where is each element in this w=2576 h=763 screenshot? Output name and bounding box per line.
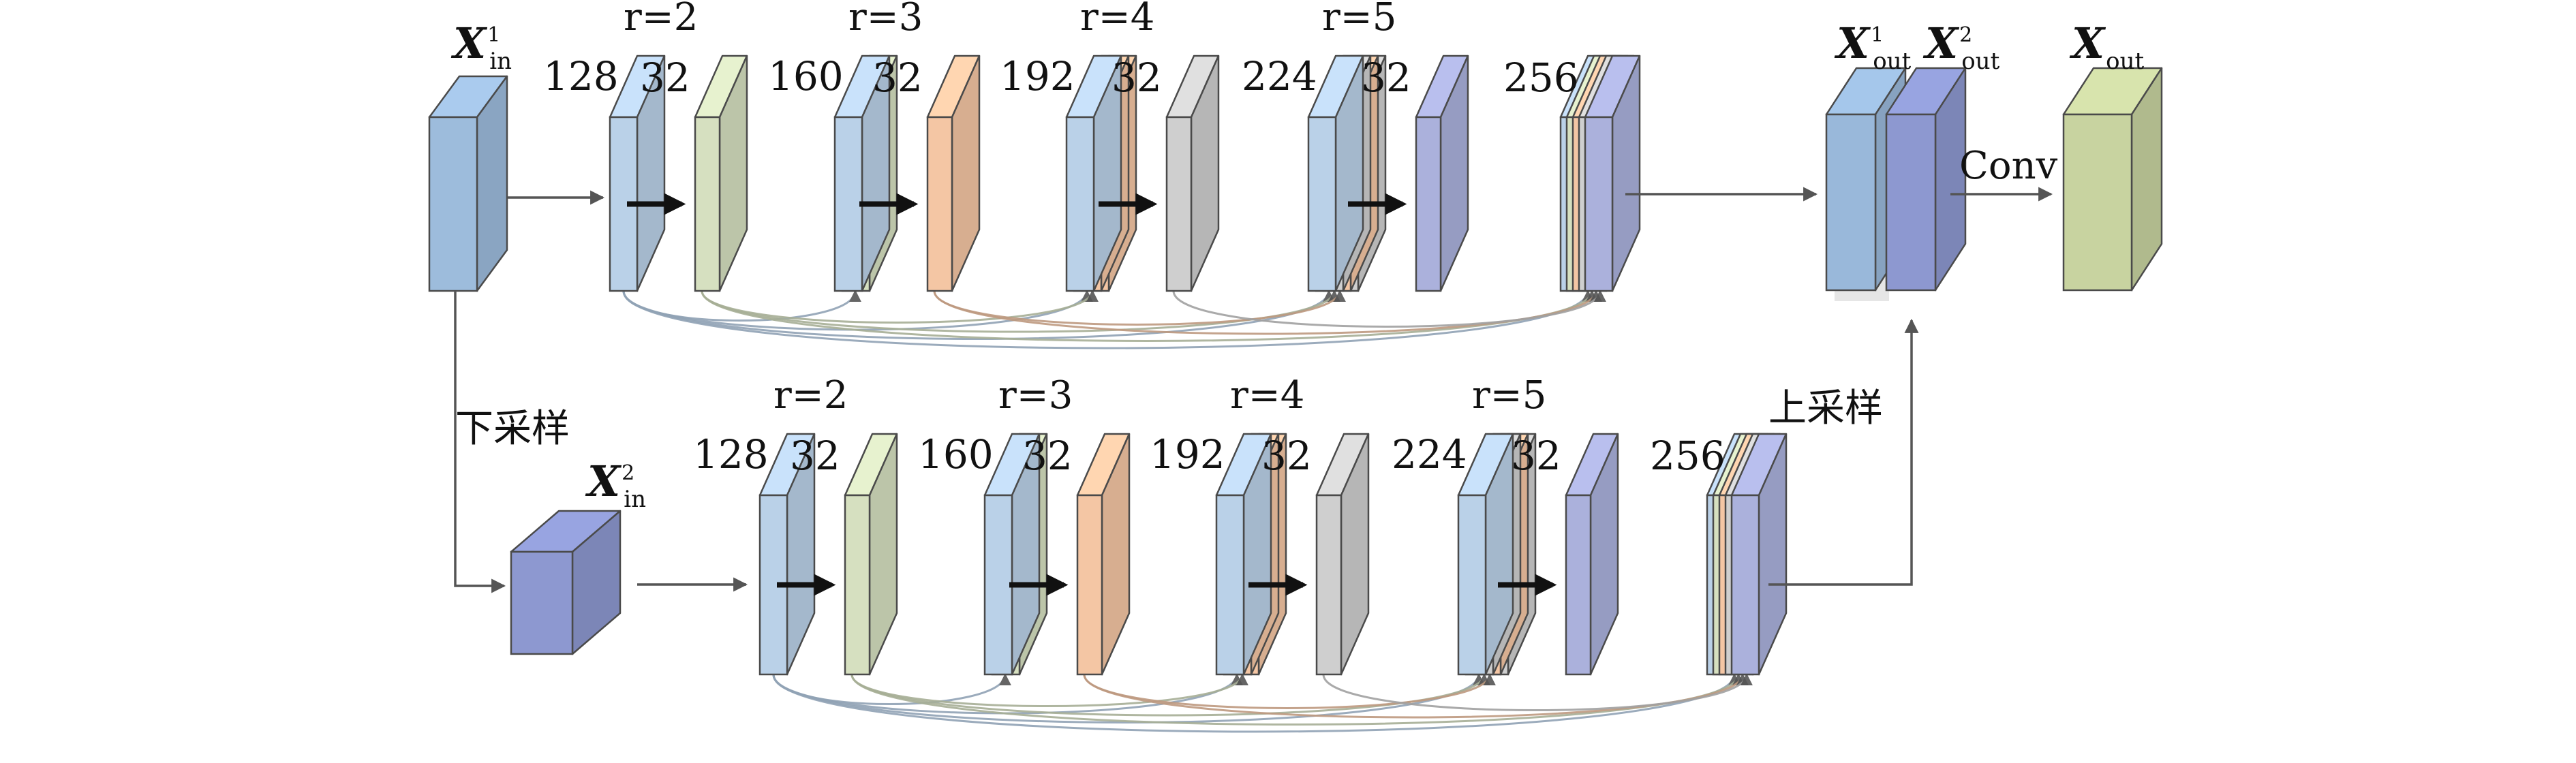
bottom-dense-1-to-3 [850, 673, 1490, 717]
bottom-dense-0-to-2 [772, 673, 1243, 715]
bottom-block-3-rate: r=4 [1230, 373, 1304, 418]
top-block-1-in-channels: 128 [543, 53, 619, 99]
bottom-block-2-output [1076, 433, 1131, 676]
top-dense-2-to-4 [933, 290, 1602, 335]
top-block-1-output [694, 54, 748, 292]
x-in1-cuboid [428, 75, 508, 292]
bottom-block-1-output [844, 433, 898, 676]
x-in2-cuboid [510, 510, 622, 655]
bottom-dense-3-to-4 [1322, 673, 1753, 711]
downsample-arrow [454, 291, 506, 593]
downsample-label: 下采样 [455, 407, 570, 451]
bottom-block-4-rate: r=5 [1472, 373, 1546, 418]
upsample-label: 上采样 [1768, 386, 1883, 431]
top-block-2-growth: 32 [872, 54, 923, 101]
top-dense-0-to-4 [622, 290, 1594, 349]
top-block-4-output [1415, 54, 1469, 292]
top-block-1-rate: r=2 [624, 0, 698, 40]
bottom-block-1-growth: 32 [790, 433, 840, 479]
top-dense-0-to-1 [622, 290, 861, 322]
top-final-stack-5 [1584, 54, 1641, 292]
flow-arrows [454, 187, 2053, 596]
upsample-arrow [1768, 318, 1919, 586]
bottom-block-4-growth: 32 [1511, 433, 1561, 479]
bottom-final-channels: 256 [1650, 433, 1726, 479]
bottom-block-2-growth: 32 [1022, 433, 1073, 479]
dense-connections [622, 290, 1753, 733]
top-block-3-growth: 32 [1111, 54, 1162, 101]
top-block-2-in-channels: 160 [768, 53, 844, 99]
top-block-2-rate: r=3 [848, 0, 923, 40]
top-block-1-stack-1 [609, 54, 666, 292]
top-final-channels: 256 [1503, 54, 1579, 101]
top-block-4-in-channels: 224 [1242, 53, 1317, 99]
bottom-dense-2-to-4 [1083, 673, 1749, 719]
top-block-2-stack-2 [833, 54, 891, 292]
top-block-3-output [1165, 54, 1220, 292]
bottom-block-2-stack-2 [983, 433, 1041, 676]
top-block-3-in-channels: 192 [1000, 53, 1075, 99]
bottom-block-2-rate: r=3 [998, 373, 1073, 418]
top-block-3-stack-3 [1065, 54, 1122, 292]
bottom-block-3-in-channels: 192 [1150, 431, 1225, 478]
x-out-cuboid [2062, 67, 2163, 292]
bottom-dense-0-to-1 [772, 673, 1011, 705]
bottom-block-4-output [1565, 433, 1619, 676]
channel-and-rate-labels: 128 32 r=2 160 32 r=3 192 32 r=4 224 32 r=5 256 128 32… [543, 0, 1726, 479]
bottom-block-2-in-channels: 160 [918, 431, 994, 478]
conv-label: Conv [1959, 144, 2058, 188]
top-dense-1-to-3 [701, 290, 1340, 333]
top-block-3-rate: r=4 [1080, 0, 1154, 40]
top-block-4-stack-4 [1307, 54, 1364, 292]
top-dense-0-to-2 [622, 290, 1093, 331]
x-out-label: Xout [2069, 18, 2144, 75]
bottom-block-3-stack-3 [1215, 433, 1272, 676]
top-block-2-output [926, 54, 981, 292]
top-dense-3-to-4 [1172, 290, 1606, 328]
feature-maps [428, 54, 2163, 676]
bottom-block-3-growth: 32 [1261, 433, 1312, 479]
bottom-dense-0-to-4 [772, 673, 1741, 733]
bottom-block-1-rate: r=2 [773, 373, 848, 418]
top-block-4-growth: 32 [1361, 54, 1411, 101]
bottom-block-1-in-channels: 128 [693, 431, 769, 478]
top-block-1-growth: 32 [640, 54, 690, 101]
bottom-final-stack-5 [1730, 433, 1788, 676]
x-out2-cuboid [1885, 67, 1967, 292]
bottom-block-4-stack-4 [1457, 433, 1514, 676]
top-block-4-rate: r=5 [1322, 0, 1396, 40]
bottom-block-4-in-channels: 224 [1392, 431, 1467, 478]
bottom-block-3-output [1315, 433, 1370, 676]
